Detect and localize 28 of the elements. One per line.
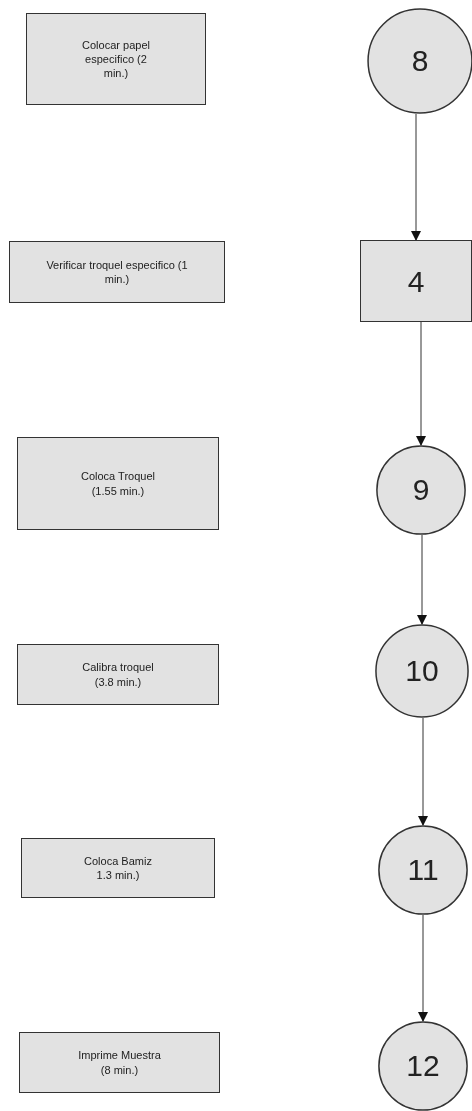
arrow <box>417 534 427 625</box>
activity-text: Calibra troquel (3.8 min.) <box>81 660 155 689</box>
activity-box <box>17 644 219 705</box>
arrow <box>416 321 426 446</box>
step-number: 11 <box>407 853 439 887</box>
arrow <box>418 717 428 826</box>
step-number: 12 <box>406 1049 440 1083</box>
activity-box <box>17 437 219 530</box>
activity-box <box>19 1032 220 1093</box>
process-circle <box>378 825 468 915</box>
activity-text: Colocar papel especifico (2 min.) <box>81 37 151 81</box>
process-circle <box>376 445 466 535</box>
inspection-square <box>360 240 472 322</box>
step-number: 9 <box>412 473 430 507</box>
activity-text: Coloca Bamiz 1.3 min.) <box>83 853 153 883</box>
activity-text: Coloca Troquel (1.55 min.) <box>80 469 156 498</box>
arrow <box>418 914 428 1022</box>
activity-text: Verificar troquel especifico (1 min.) <box>45 257 189 287</box>
process-circle <box>375 624 469 718</box>
step-number: 4 <box>407 263 425 300</box>
process-circle <box>378 1021 468 1111</box>
activity-box <box>21 838 215 898</box>
activity-box <box>26 13 206 105</box>
step-number: 8 <box>411 44 429 78</box>
arrow <box>411 113 421 241</box>
activity-box <box>9 241 225 303</box>
activity-text: Imprime Muestra (8 min.) <box>77 1048 162 1077</box>
step-number: 10 <box>405 654 439 688</box>
